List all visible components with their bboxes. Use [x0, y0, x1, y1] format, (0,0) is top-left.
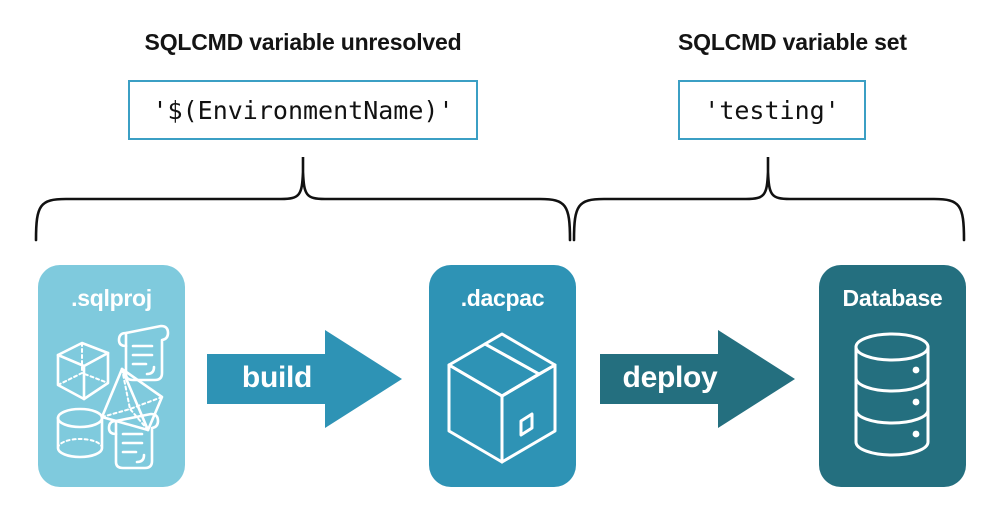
brace-left [34, 157, 572, 242]
section-title-deploy-phase: SQLCMD variable set [678, 29, 907, 55]
sqlproj-artwork [56, 324, 170, 470]
database-artwork [854, 332, 930, 457]
package-box-icon [447, 332, 557, 464]
stage-label-dacpac: .dacpac [460, 285, 545, 311]
arrow-build: build [207, 330, 402, 428]
stage-label-database: Database [842, 285, 943, 311]
section-title-build-phase: SQLCMD variable unresolved [144, 29, 462, 55]
stage-label-sqlproj: .sqlproj [71, 285, 152, 311]
stage-card-dacpac: .dacpac [429, 265, 576, 487]
deploy-arrow-shape [600, 330, 795, 428]
dacpac-artwork [447, 332, 557, 464]
arrow-deploy: deploy [600, 330, 795, 428]
cylinder-wireframe-icon [56, 407, 104, 459]
database-cylinder-icon [854, 332, 930, 457]
pyramid-wireframe-icon [100, 367, 164, 432]
stage-card-database: Database [819, 265, 966, 487]
code-box-environment-name: '$(EnvironmentName)' [128, 80, 478, 140]
database-status-dots [912, 366, 920, 438]
cube-wireframe-icon [56, 341, 110, 401]
code-box-testing: 'testing' [678, 80, 866, 140]
brace-right [572, 157, 966, 242]
script-scroll-icon [117, 324, 170, 382]
script-scroll-icon [107, 412, 160, 470]
build-arrow-shape [207, 330, 402, 428]
stage-card-sqlproj: .sqlproj [38, 265, 185, 487]
